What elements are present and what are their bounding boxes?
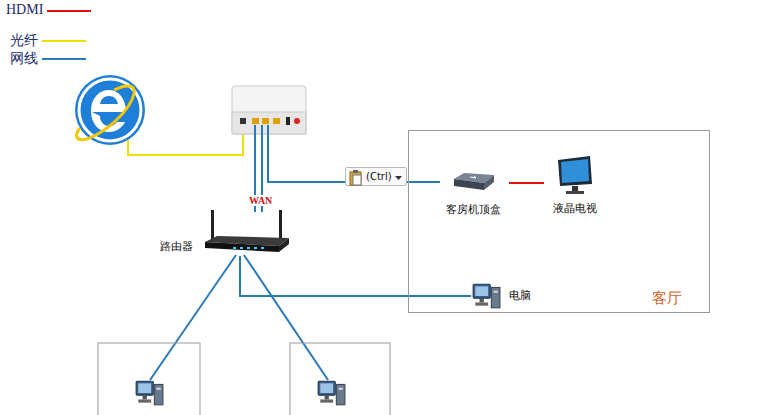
paste-options-button: (Ctrl) <box>345 167 407 186</box>
tv: 液晶电视 <box>544 156 606 216</box>
legend-line-sample <box>42 39 92 43</box>
router-icon <box>203 206 291 256</box>
connector <box>509 182 544 184</box>
region-heading: 客厅 <box>652 289 682 308</box>
computer: 电脑 <box>471 281 543 311</box>
port-label: WAN <box>248 195 273 206</box>
router: 路由器 <box>158 206 293 256</box>
device-label: 液晶电视 <box>553 201 597 216</box>
room-outline <box>98 343 200 415</box>
clipboard-icon <box>349 170 363 186</box>
label-text: WAN <box>249 195 272 206</box>
computer-icon <box>471 281 501 311</box>
set-top-box-icon <box>450 171 496 193</box>
set-top-box: 客房机顶盒 <box>437 171 509 217</box>
computer-icon <box>136 381 163 405</box>
tv-icon <box>554 156 596 196</box>
device-label: 客房机顶盒 <box>446 202 501 217</box>
computer-icon <box>318 381 345 405</box>
label-text: (Ctrl) <box>366 171 392 182</box>
legend-line-sample <box>42 57 92 61</box>
dropdown-arrow <box>395 176 403 182</box>
fiber-line <box>128 125 243 155</box>
device-label: 路由器 <box>160 239 193 254</box>
internet-icon <box>75 75 145 145</box>
legend-text: 网线 <box>10 50 38 68</box>
room-region: 客厅 客房机顶盒 液晶电视电脑 <box>408 130 710 313</box>
connector <box>240 256 471 296</box>
legend-text: 光纤 <box>10 32 38 50</box>
network-cable <box>244 255 328 380</box>
network-cable <box>150 255 236 380</box>
device-label: 电脑 <box>509 288 531 303</box>
room-outline <box>290 343 390 415</box>
legend-text: HDMI <box>6 2 43 18</box>
legend-line-sample <box>47 9 97 13</box>
